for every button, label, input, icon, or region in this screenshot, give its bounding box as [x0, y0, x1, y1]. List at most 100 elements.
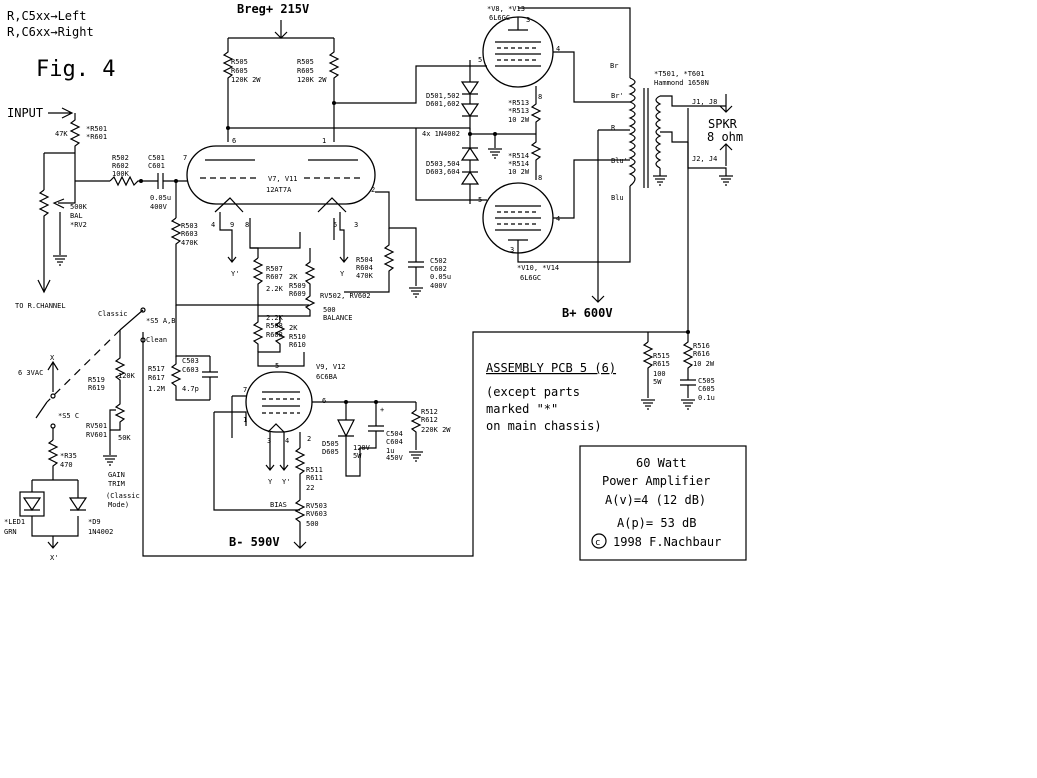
resistor-r509	[304, 248, 316, 292]
svg-text:(Classic: (Classic	[106, 492, 140, 500]
svg-text:C504: C504	[386, 430, 403, 438]
svg-text:4: 4	[556, 45, 560, 53]
svg-text:Br: Br	[610, 62, 618, 70]
svg-text:8: 8	[538, 174, 542, 182]
svg-text:10 2W: 10 2W	[508, 116, 530, 124]
assembly-note-1: (except parts	[486, 385, 580, 399]
resistor-r35	[47, 439, 59, 480]
svg-text:3: 3	[526, 16, 530, 24]
title-line-1: 60 Watt	[636, 456, 687, 470]
svg-text:R515: R515	[653, 352, 670, 360]
svg-text:V9, V12: V9, V12	[316, 363, 346, 371]
figure-label: Fig. 4	[36, 57, 115, 82]
resistor-r501	[69, 113, 81, 181]
assembly-note-3: on main chassis)	[486, 419, 602, 433]
bminus-label: B- 590V	[229, 535, 280, 549]
transformer-primary	[628, 77, 636, 187]
svg-text:C602: C602	[430, 265, 447, 273]
svg-text:100: 100	[653, 370, 666, 378]
svg-text:R607: R607	[266, 273, 283, 281]
svg-text:D503,504: D503,504	[426, 160, 460, 168]
resistor-r516	[682, 332, 694, 380]
svg-text:*V10, *V14: *V10, *V14	[517, 264, 559, 272]
svg-text:*R514: *R514	[508, 160, 529, 168]
svg-text:RV601: RV601	[86, 431, 107, 439]
svg-text:8: 8	[538, 93, 542, 101]
resistor-r517	[170, 356, 210, 401]
svg-text:*RV2: *RV2	[70, 221, 87, 229]
zener-d505	[337, 402, 361, 477]
svg-text:R502: R502	[112, 154, 129, 162]
svg-text:R511: R511	[306, 466, 323, 474]
svg-text:*V8, *V13: *V8, *V13	[487, 5, 525, 13]
svg-text:V7, V11: V7, V11	[268, 175, 298, 183]
svg-text:R507: R507	[266, 265, 283, 273]
svg-text:47K: 47K	[55, 130, 68, 138]
resistor-r508	[252, 316, 264, 352]
svg-text:R505: R505	[231, 58, 248, 66]
svg-text:50K: 50K	[118, 434, 131, 442]
svg-text:GAIN: GAIN	[108, 471, 125, 479]
svg-text:Y': Y'	[282, 478, 290, 486]
svg-text:*R35: *R35	[60, 452, 77, 460]
svg-text:R509: R509	[289, 282, 306, 290]
svg-text:10 2W: 10 2W	[508, 168, 530, 176]
svg-text:RV503: RV503	[306, 502, 327, 510]
svg-text:GRN: GRN	[4, 528, 17, 536]
svg-text:*R513: *R513	[508, 99, 529, 107]
input-label: INPUT	[7, 106, 43, 120]
svg-text:Classic: Classic	[98, 310, 128, 318]
title-line-3: A(v)=4 (12 dB)	[605, 493, 706, 507]
svg-text:6 3VAC: 6 3VAC	[18, 369, 43, 377]
svg-text:D501,502: D501,502	[426, 92, 460, 100]
svg-text:R510: R510	[289, 333, 306, 341]
svg-text:R612: R612	[421, 416, 438, 424]
pot-rv501	[109, 400, 126, 431]
led-indicator	[19, 491, 45, 517]
svg-text:0.05u: 0.05u	[430, 273, 451, 281]
svg-text:6C6BA: 6C6BA	[316, 373, 338, 381]
svg-text:5W: 5W	[353, 452, 362, 460]
svg-text:10 2W: 10 2W	[693, 360, 715, 368]
svg-text:X: X	[50, 354, 55, 362]
svg-text:BALANCE: BALANCE	[323, 314, 353, 322]
svg-text:6L6GC: 6L6GC	[489, 14, 510, 22]
resistor-r519	[114, 350, 126, 400]
svg-text:R609: R609	[289, 290, 306, 298]
capacitor-c502	[408, 261, 424, 286]
svg-text:120K: 120K	[118, 372, 136, 380]
svg-text:470K: 470K	[181, 239, 199, 247]
svg-text:2.2K: 2.2K	[266, 285, 284, 293]
svg-text:3: 3	[510, 246, 514, 254]
title-line-2: Power Amplifier	[602, 474, 710, 488]
title-line-5: 1998 F.Nachbaur	[613, 535, 721, 549]
svg-text:R605: R605	[231, 67, 248, 75]
svg-text:100K: 100K	[112, 170, 130, 178]
svg-text:C505: C505	[698, 377, 715, 385]
svg-text:8: 8	[245, 221, 249, 229]
svg-text:RV603: RV603	[306, 510, 327, 518]
pot-rv2	[38, 189, 50, 292]
svg-text:R519: R519	[88, 376, 105, 384]
svg-text:0.1u: 0.1u	[698, 394, 715, 402]
svg-text:*S5 A,B: *S5 A,B	[146, 317, 176, 325]
resistor-r505a	[222, 38, 234, 142]
resistor-r515	[642, 341, 654, 398]
svg-text:D505: D505	[322, 440, 339, 448]
svg-text:BIAS: BIAS	[270, 501, 287, 509]
svg-text:4: 4	[556, 215, 560, 223]
svg-text:R517: R517	[148, 365, 165, 373]
svg-text:Mode): Mode)	[108, 501, 129, 509]
svg-text:*D9: *D9	[88, 518, 101, 526]
bplus-label: B+ 600V	[562, 306, 613, 320]
diode-d503	[460, 146, 480, 161]
tube-v7	[186, 145, 376, 205]
tube-v9	[245, 371, 313, 433]
svg-text:R603: R603	[181, 230, 198, 238]
svg-text:C601: C601	[148, 162, 165, 170]
svg-text:R504: R504	[356, 256, 373, 264]
svg-text:*R513: *R513	[508, 107, 529, 115]
svg-text:7: 7	[183, 154, 187, 162]
svg-text:12AT7A: 12AT7A	[266, 186, 292, 194]
